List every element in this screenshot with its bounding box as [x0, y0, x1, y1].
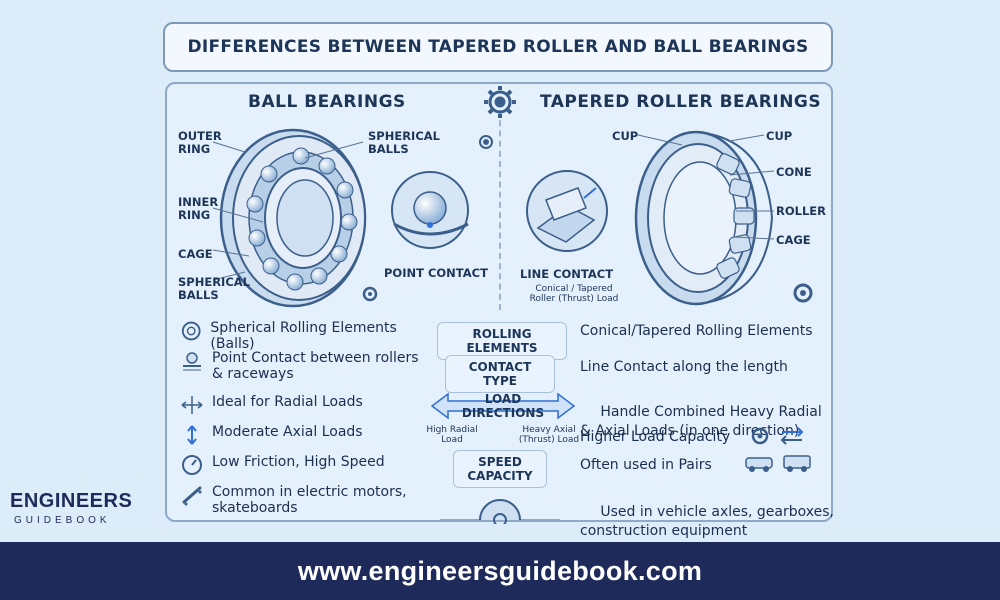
list-item: Common in electric motors, skateboards [180, 484, 430, 524]
list-item: Moderate Axial Loads [180, 424, 430, 454]
speedometer-icon [182, 455, 202, 475]
feature-text: Low Friction, High Speed [212, 454, 385, 470]
list-item: Line Contact along the length [580, 356, 828, 382]
list-item: Often used in Pairs [580, 454, 828, 482]
radial-arrows-icon [181, 396, 203, 414]
right-leader-lines [637, 134, 775, 240]
page-title-box: DIFFERENCES BETWEEN TAPERED ROLLER AND B… [163, 22, 833, 72]
contact-type-label: CONTACT TYPE [445, 355, 555, 393]
feature-text: Ideal for Radial Loads [212, 394, 363, 410]
bearing-icon [181, 321, 201, 341]
tapered-roller-bearing-illustration [634, 130, 774, 306]
brand-logo-top: ENGINEERS [10, 490, 133, 512]
ball-bearing-illustration [219, 128, 367, 308]
cage-label-left: CAGE [178, 247, 213, 261]
ball-bearings-heading: BALL BEARINGS [248, 92, 406, 112]
line-contact-label: LINE CONTACT [520, 267, 614, 281]
tapered-roller-bearings-heading: TAPERED ROLLER BEARINGS [540, 92, 822, 112]
gear-icon [362, 286, 378, 302]
page-title: DIFFERENCES BETWEEN TAPERED ROLLER AND B… [187, 37, 809, 57]
feature-text: Line Contact along the length [580, 359, 788, 375]
list-item: Used in vehicle axles, gearboxes, constr… [580, 482, 834, 539]
skateboard-icon [182, 486, 202, 506]
line-contact-sublabel: Conical / Tapered Roller (Thrust) Load [529, 284, 619, 304]
spherical-balls-label-bottom: SPHERICAL BALLS [178, 275, 250, 302]
cage-label-right: CAGE [776, 233, 811, 247]
list-item: Conical/Tapered Rolling Elements [580, 320, 828, 350]
brand-logo-bottom: GUIDEBOOK [14, 515, 111, 526]
heavy-axial-load-label: Heavy Axial (Thrust) Load [518, 425, 580, 445]
list-item: Higher Load Capacity [580, 426, 828, 452]
feature-text: Moderate Axial Loads [212, 424, 363, 440]
cone-label: CONE [776, 165, 812, 179]
gear-and-arrows-icon [751, 427, 804, 445]
high-radial-load-label: High Radial Load [426, 425, 478, 445]
list-item: Low Friction, High Speed [180, 454, 430, 484]
feature-text: Used in vehicle axles, gearboxes, constr… [580, 504, 834, 539]
feature-text: Higher Load Capacity [580, 429, 731, 445]
feature-text: Conical/Tapered Rolling Elements [580, 323, 813, 339]
feature-text: Handle Combined Heavy Radial & Axial Loa… [580, 404, 822, 439]
feature-text: Common in electric motors, skateboards [212, 484, 407, 516]
inner-ring-label: INNER RING [178, 195, 219, 222]
list-item: Point Contact between rollers & raceways [180, 350, 430, 394]
load-direction-arrow [430, 392, 576, 420]
outer-ring-label: OUTER RING [178, 129, 222, 156]
ball-contact-icon [183, 352, 201, 371]
point-contact-inset [391, 171, 469, 249]
point-contact-label: POINT CONTACT [384, 266, 488, 280]
gear-icon [440, 499, 560, 524]
vehicle-icon [745, 455, 811, 472]
load-directions-label: LOAD DIRECTIONS [461, 392, 545, 420]
cup-label-right: CUP [766, 129, 793, 143]
list-item: Handle Combined Heavy Radial & Axial Loa… [580, 382, 828, 439]
list-item: Spherical Rolling Elements (Balls) [180, 320, 430, 352]
list-item: Ideal for Radial Loads [180, 394, 430, 424]
footer-bar: www.engineersguidebook.com [0, 542, 1000, 600]
spherical-balls-label-top: SPHERICAL BALLS [368, 129, 440, 156]
cup-label-left: CUP [612, 129, 639, 143]
line-contact-inset [526, 170, 608, 252]
left-leader-lines [212, 141, 364, 281]
roller-label: ROLLER [776, 204, 826, 218]
right-feature-list: Conical/Tapered Rolling Elements Line Co… [580, 320, 834, 539]
gear-icon [793, 283, 813, 303]
left-feature-list: Spherical Rolling Elements (Balls) Point… [180, 320, 430, 524]
feature-text: Spherical Rolling Elements (Balls) [210, 320, 397, 352]
feature-text: Point Contact between rollers & raceways [212, 350, 419, 382]
rolling-elements-label: ROLLING ELEMENTS [437, 322, 567, 360]
footer-url-link[interactable]: www.engineersguidebook.com [297, 555, 703, 586]
feature-text: Often used in Pairs [580, 457, 712, 473]
speed-capacity-label: SPEED CAPACITY [453, 450, 547, 488]
axial-arrows-icon [187, 425, 197, 445]
gear-icon [479, 86, 516, 149]
center-divider [499, 110, 501, 310]
